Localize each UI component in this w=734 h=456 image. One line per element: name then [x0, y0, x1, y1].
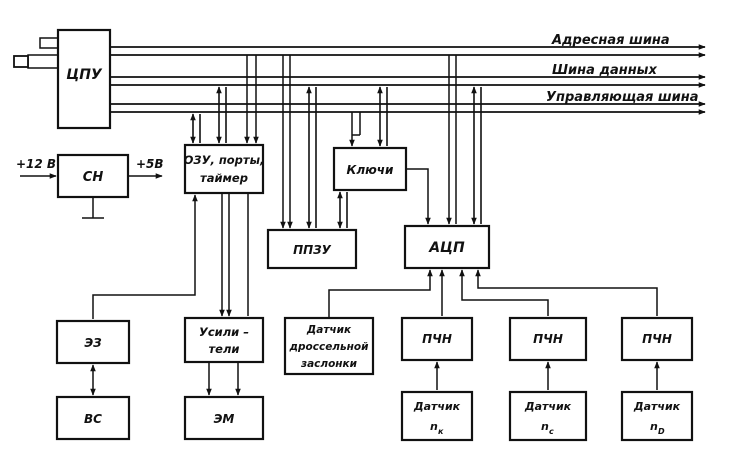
adc-block: АЦП [403, 224, 491, 270]
ground-symbol [82, 197, 104, 219]
pchn-label-3: ПЧН [642, 332, 672, 346]
ignition-label: ЭЗ [84, 336, 102, 350]
pchn-block-1: ПЧН [400, 316, 474, 362]
voltage-regulator-label: СН [83, 170, 104, 185]
sensor-nk-symbol: n [430, 420, 438, 433]
sensor-nd-subscript: D [658, 427, 665, 436]
sensor-nd-symbol: n [650, 420, 658, 433]
throttle-label-line1: Датчик [306, 324, 352, 336]
pchn-label-2: ПЧН [533, 332, 563, 346]
sensor-nc-symbol: n [541, 420, 549, 433]
sensor-nk-block: Датчик n к [400, 390, 474, 442]
vs-block: ВС [55, 395, 131, 441]
keys-block: Ключи [332, 146, 408, 192]
voltage-regulator-block: СН [56, 153, 130, 199]
throttle-label-line2: дроссельной [289, 341, 370, 353]
pchn-block-3: ПЧН [620, 316, 694, 362]
address-bus [110, 44, 706, 58]
em-block: ЭМ [183, 395, 265, 441]
amplifiers-to-em-link [206, 362, 241, 396]
keys-bus-links [349, 86, 431, 225]
cpu-block: ЦПУ [56, 28, 112, 130]
ram-ports-timer-block: ОЗУ, порты, таймер [184, 143, 265, 195]
em-label: ЭМ [214, 412, 235, 426]
sensor-nd-label: Датчик [633, 400, 681, 413]
sensor-nc-subscript: с [549, 427, 554, 436]
sensor-nc-block: Датчик n с [508, 390, 588, 442]
power-input-label: +12 В [16, 157, 56, 171]
sensor-to-pchn-links [434, 361, 660, 390]
rom-block: ППЗУ [266, 228, 358, 270]
throttle-sensor-block: Датчик дроссельной заслонки [283, 316, 375, 376]
data-bus-label: Шина данных [552, 63, 657, 78]
pchn-label-1: ПЧН [422, 332, 452, 346]
adc-bus-links [446, 55, 482, 225]
sensor-nd-block: Датчик n D [620, 390, 694, 442]
control-bus-label: Управляющая шина [546, 90, 699, 105]
throttle-to-adc-link [328, 269, 433, 318]
power-output-label: +5В [136, 157, 164, 171]
adc-label: АЦП [428, 240, 465, 256]
sensor-nk-subscript: к [438, 427, 444, 436]
vs-label: ВС [84, 412, 102, 426]
ram-bus-links [190, 55, 259, 144]
cpu-wire-left [39, 37, 58, 49]
ram-label-line2: таймер [200, 171, 248, 185]
cpu-clock-connector [13, 54, 58, 69]
pchn-to-adc-links [439, 269, 658, 316]
amplifiers-label-line2: тели [209, 342, 240, 356]
rom-bus-links [280, 55, 348, 229]
amplifiers-label-line1: Усили – [199, 325, 249, 339]
cpu-label: ЦПУ [66, 67, 103, 83]
ram-label-line1: ОЗУ, порты, [184, 153, 265, 167]
control-bus [110, 101, 706, 115]
address-bus-label: Адресная шина [551, 33, 670, 48]
throttle-label-line3: заслонки [300, 358, 358, 370]
sensor-nk-label: Датчик [413, 400, 461, 413]
ram-to-ignition-link [92, 194, 198, 319]
ignition-block: ЭЗ [55, 319, 131, 365]
rom-label: ППЗУ [293, 243, 332, 257]
keys-label: Ключи [347, 163, 395, 177]
data-bus [110, 74, 706, 88]
ram-to-amplifiers-link [219, 193, 249, 317]
amplifiers-block: Усили – тели [183, 316, 265, 364]
sensor-nc-label: Датчик [524, 400, 572, 413]
pchn-block-2: ПЧН [508, 316, 588, 362]
